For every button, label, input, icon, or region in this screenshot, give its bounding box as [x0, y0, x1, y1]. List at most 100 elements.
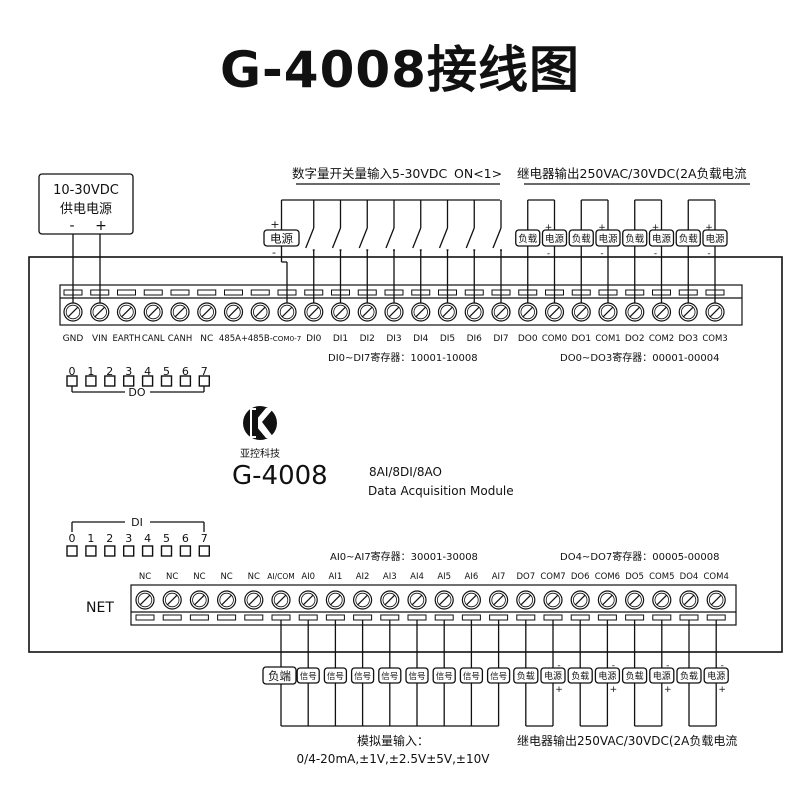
bottom-terminal-screw-icon[interactable]	[217, 590, 237, 610]
top-terminal-screw-icon[interactable]	[63, 302, 83, 322]
di-dip-switch[interactable]	[66, 545, 78, 557]
top-terminal-screw-icon[interactable]	[116, 302, 137, 322]
di-dip-switch[interactable]	[141, 545, 154, 557]
bottom-terminal-screw-icon[interactable]	[679, 590, 699, 610]
ai-signal-label: 信号	[436, 671, 453, 682]
top-terminal-screw-icon[interactable]	[705, 302, 725, 322]
top-terminal-screw-icon[interactable]	[437, 302, 458, 322]
bottom-terminal-screw-icon[interactable]	[543, 590, 563, 610]
do-dip-switch[interactable]	[66, 375, 78, 387]
di-dip-switch[interactable]	[179, 545, 192, 557]
bottom-terminal-screw-icon[interactable]	[652, 590, 672, 610]
relay-source-label: 电源	[545, 233, 565, 245]
top-terminal-screw-icon[interactable]	[143, 302, 163, 322]
bottom-terminal-label: DO6	[571, 572, 590, 582]
top-terminal-screw-icon[interactable]	[330, 302, 351, 322]
top-terminal-screw-icon[interactable]	[277, 302, 297, 322]
top-terminal-screw-icon[interactable]	[384, 302, 404, 322]
do-dip-switch[interactable]	[198, 375, 211, 387]
top-terminal-screw-icon[interactable]	[357, 302, 377, 322]
bottom-terminal-screw-icon[interactable]	[271, 590, 291, 610]
top-terminal-screw-icon[interactable]	[90, 302, 110, 322]
do-dip-number: 2	[106, 365, 113, 378]
brand-logo-icon	[243, 406, 277, 440]
relay-source-label: 电源	[705, 233, 725, 245]
bottom-terminal-screw-icon[interactable]	[434, 590, 454, 610]
di-dip-switch[interactable]	[85, 545, 97, 557]
di-dip-switch[interactable]	[160, 545, 173, 557]
top-terminal-screw-icon[interactable]	[304, 302, 324, 322]
di-dip-label: DI	[131, 516, 143, 529]
relay-source-sign: +	[652, 223, 660, 233]
top-terminal-screw-icon[interactable]	[170, 302, 190, 322]
do-dip-switch[interactable]	[179, 375, 192, 387]
di-dip-number: 7	[201, 532, 208, 545]
do-dip-switch[interactable]	[160, 375, 173, 387]
di-switch-icon	[358, 227, 368, 249]
top-terminal-screw-icon[interactable]	[197, 302, 217, 322]
top-terminal-screw-icon[interactable]	[598, 302, 618, 322]
di-dip-number: 0	[69, 532, 76, 545]
ai-signal-label: 信号	[381, 671, 398, 682]
power-supply-name: 供电电源	[60, 202, 112, 217]
top-terminal-label: DI4	[413, 334, 429, 344]
relay-source-label: 电源	[707, 670, 725, 682]
do-dip-label: DO	[128, 386, 145, 399]
bottom-terminal-tab	[325, 614, 345, 621]
do-dip-switch[interactable]	[104, 375, 116, 387]
bottom-terminal-screw-icon[interactable]	[298, 590, 318, 610]
power-supply-minus: -	[69, 218, 74, 234]
relay-source-sign: -	[547, 249, 550, 259]
do-dip-switch[interactable]	[122, 375, 135, 387]
di-dip-switch[interactable]	[122, 545, 135, 557]
bottom-terminal-screw-icon[interactable]	[489, 590, 509, 610]
top-terminal-label: DI2	[360, 334, 375, 344]
bottom-terminal-screw-icon[interactable]	[597, 590, 618, 610]
bottom-terminal-screw-icon[interactable]	[461, 590, 481, 610]
bottom-terminal-screw-icon[interactable]	[244, 590, 264, 610]
bottom-terminal-tab	[135, 614, 155, 621]
top-terminal-screw-icon[interactable]	[625, 302, 645, 322]
di-dip-switch[interactable]	[104, 545, 116, 557]
top-terminal-screw-icon[interactable]	[250, 302, 270, 322]
bottom-terminal-screw-icon[interactable]	[325, 590, 345, 610]
relay-source-sign: -	[666, 661, 669, 671]
top-terminal-screw-icon[interactable]	[518, 302, 538, 322]
bottom-terminal-screw-icon[interactable]	[162, 590, 182, 610]
bottom-terminal-label: DO5	[625, 572, 644, 582]
bottom-terminal-screw-icon[interactable]	[189, 590, 209, 610]
top-terminal-screw-icon[interactable]	[678, 302, 698, 322]
bottom-terminal-screw-icon[interactable]	[135, 590, 155, 610]
bottom-terminal-label: AI7	[492, 572, 506, 582]
bottom-terminal-screw-icon[interactable]	[516, 590, 536, 610]
top-terminal-label: EARTH	[112, 334, 140, 344]
top-terminal-screw-icon[interactable]	[651, 302, 672, 322]
ai-signal-label: 信号	[408, 671, 425, 682]
top-terminal-screw-icon[interactable]	[223, 302, 244, 322]
di-dip-switch[interactable]	[198, 545, 211, 557]
bottom-terminal-screw-icon[interactable]	[380, 590, 400, 610]
do-dip-switch[interactable]	[85, 375, 97, 387]
do-dip-switch[interactable]	[141, 375, 154, 387]
top-terminal-screw-icon[interactable]	[571, 302, 591, 322]
bottom-terminal-screw-icon[interactable]	[706, 590, 726, 610]
bottom-terminal-label: AI3	[383, 572, 397, 582]
top-terminal-screw-icon[interactable]	[491, 302, 511, 322]
bottom-terminal-screw-icon[interactable]	[624, 590, 645, 610]
top-terminal-screw-icon[interactable]	[544, 302, 565, 322]
ai-common-box	[262, 666, 297, 685]
bottom-terminal-screw-icon[interactable]	[570, 590, 590, 610]
module-model: G-4008	[232, 461, 328, 491]
module-desc: Data Acquisition Module	[368, 484, 514, 498]
di-register: DI0~DI7寄存器：10001-10008	[328, 351, 478, 364]
bottom-terminal-screw-icon[interactable]	[353, 590, 373, 610]
bottom-terminal-tab	[461, 614, 481, 621]
relay-footer: 继电器输出250VAC/30VDC(2A负载电流	[517, 733, 737, 748]
di-dip-number: 5	[163, 532, 170, 545]
top-terminal-screw-icon[interactable]	[411, 302, 431, 322]
bottom-terminal-label: AI2	[356, 572, 370, 582]
bottom-terminal-label: COM5	[649, 572, 674, 582]
top-terminal-screw-icon[interactable]	[464, 302, 484, 322]
bottom-terminal-screw-icon[interactable]	[407, 590, 427, 610]
